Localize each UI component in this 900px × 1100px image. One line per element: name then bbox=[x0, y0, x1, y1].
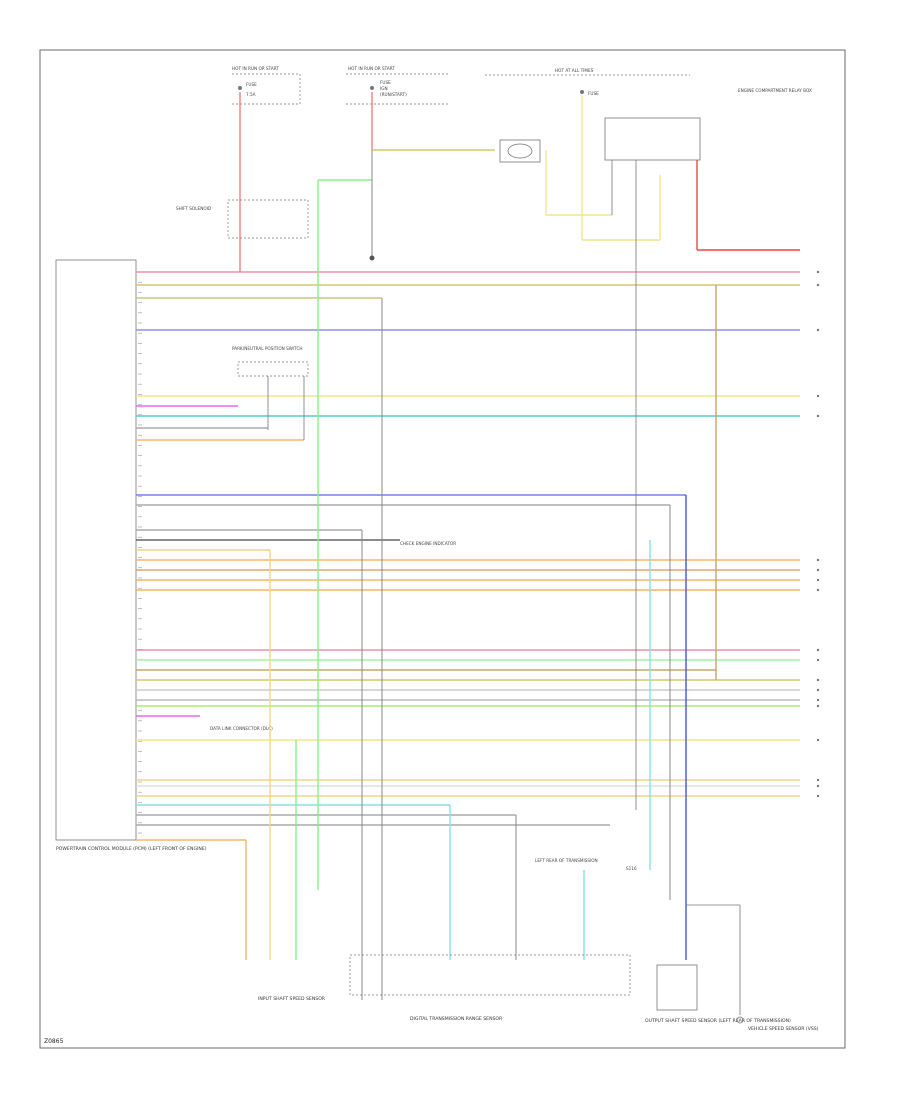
vss-caption: VEHICLE SPEED SENSOR (VSS) bbox=[748, 1026, 819, 1032]
fuse-top-right-label: FUSE bbox=[588, 91, 599, 96]
pcm-module: POWERTRAIN CONTROL MODULE (PCM) (LEFT FR… bbox=[55, 259, 207, 852]
diagram-code: Z0865 bbox=[44, 1038, 64, 1045]
right-pin-marker bbox=[816, 328, 820, 332]
fuse-mid: HOT IN RUN OR START FUSE IGN (RUN/START) bbox=[346, 66, 450, 105]
park-neutral-caption: PARK/NEUTRAL POSITION SWITCH bbox=[232, 346, 303, 351]
right-pin-marker bbox=[816, 558, 820, 562]
hot-at-all-times-label: HOT AT ALL TIMES bbox=[555, 68, 594, 73]
right-pin-marker bbox=[816, 688, 820, 692]
hot-at-all-times-feed: HOT AT ALL TIMES FUSE ENGINE COMPARTMENT… bbox=[485, 68, 812, 96]
output-shaft-caption: OUTPUT SHAFT SPEED SENSOR (LEFT REAR OF … bbox=[645, 1018, 791, 1024]
park-neutral-switch: PARK/NEUTRAL POSITION SWITCH bbox=[232, 346, 309, 440]
right-pin-marker bbox=[816, 698, 820, 702]
shift-solenoid: SHIFT SOLENOID bbox=[176, 199, 309, 239]
right-pin-marker bbox=[816, 568, 820, 572]
right-pin-marker bbox=[816, 414, 820, 418]
output-shaft-speed-sensor: OUTPUT SHAFT SPEED SENSOR (LEFT REAR OF … bbox=[645, 964, 791, 1024]
signal-wires bbox=[136, 271, 800, 841]
dlc-caption: DATA LINK CONNECTOR (DLC) bbox=[210, 726, 273, 731]
right-pin-marker bbox=[816, 658, 820, 662]
fuse-left-label: FUSE bbox=[246, 82, 257, 87]
engine-relay-caption: ENGINE COMPARTMENT RELAY BOX bbox=[738, 88, 812, 93]
diagram-frame bbox=[39, 49, 846, 1049]
transmission-range-sensor: DIGITAL TRANSMISSION RANGE SENSOR bbox=[349, 954, 631, 1022]
fuse-left: HOT IN RUN OR START FUSE 7.5A bbox=[232, 66, 301, 105]
right-pin-marker bbox=[816, 648, 820, 652]
input-shaft-caption: INPUT SHAFT SPEED SENSOR bbox=[258, 996, 326, 1002]
right-pin-marker bbox=[816, 704, 820, 708]
right-pin-marker bbox=[816, 784, 820, 788]
relay-block bbox=[499, 95, 800, 810]
hot-run-start-left-label: HOT IN RUN OR START bbox=[232, 66, 279, 71]
check-engine-caption: CHECK ENGINE INDICATOR bbox=[400, 541, 456, 546]
hot-run-start-mid-label: HOT IN RUN OR START bbox=[348, 66, 395, 71]
right-pin-marker bbox=[816, 678, 820, 682]
right-pin-marker bbox=[816, 738, 820, 742]
right-pin-marker bbox=[816, 270, 820, 274]
shift-solenoid-caption: SHIFT SOLENOID bbox=[176, 206, 211, 211]
pcm-caption: POWERTRAIN CONTROL MODULE (PCM) (LEFT FR… bbox=[56, 846, 207, 852]
right-pin-markers bbox=[816, 270, 820, 798]
fuse-left-amp-label: 7.5A bbox=[246, 92, 256, 97]
fuse-mid-label-3: (RUN/START) bbox=[380, 92, 407, 97]
vehicle-speed-sensor: VEHICLE SPEED SENSOR (VSS) bbox=[686, 904, 819, 1032]
fuse-mid-label-2: IGN bbox=[380, 86, 388, 91]
right-pin-marker bbox=[816, 778, 820, 782]
right-pin-marker bbox=[816, 394, 820, 398]
fuse-mid-label-1: FUSE bbox=[380, 80, 391, 85]
right-pin-marker bbox=[816, 283, 820, 287]
right-pin-marker bbox=[816, 578, 820, 582]
right-pin-marker bbox=[816, 588, 820, 592]
left-rear-caption: LEFT REAR OF TRANSMISSION bbox=[535, 858, 598, 863]
tcm-label: DIGITAL TRANSMISSION RANGE SENSOR bbox=[410, 1016, 503, 1022]
splice-caption: S116 bbox=[626, 866, 637, 871]
right-pin-marker bbox=[816, 794, 820, 798]
pcm-pin-numbers bbox=[138, 271, 142, 834]
